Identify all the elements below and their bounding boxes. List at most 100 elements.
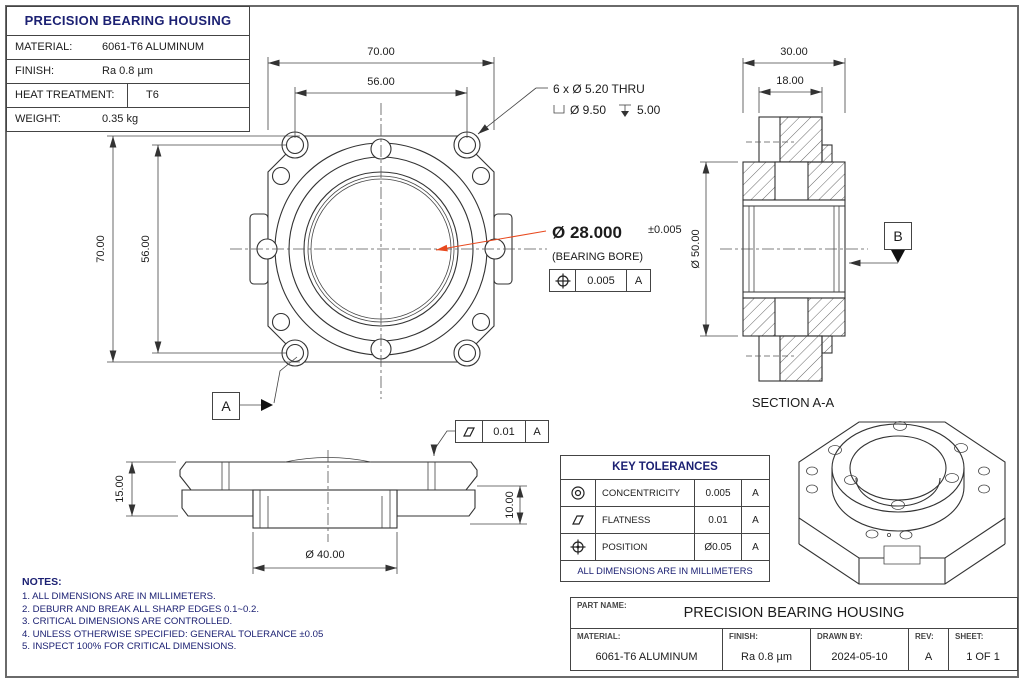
spec-value: 6061-T6 ALUMINUM <box>102 41 205 53</box>
titleblock-cell-sheet: SHEET: 1 OF 1 <box>949 629 1017 670</box>
tolerance-name: CONCENTRICITY <box>596 480 695 506</box>
spec-label: FINISH: <box>15 65 55 77</box>
cell-value: Ra 0.8 µm <box>741 651 792 663</box>
depth-icon <box>619 104 631 117</box>
cell-value: A <box>924 651 933 663</box>
notes-title: NOTES: <box>22 576 62 588</box>
tolerance-row-concentricity: CONCENTRICITY 0.005 A <box>561 480 769 507</box>
tolerance-value: 0.005 <box>695 480 742 506</box>
dim-total-height: 15.00 <box>114 461 178 517</box>
concentricity-symbol-icon <box>561 480 596 506</box>
flatness-symbol-icon <box>561 507 596 533</box>
cell-label: FINISH: <box>729 632 758 641</box>
position-symbol-icon <box>561 534 596 560</box>
part-name-label: PART NAME: <box>577 601 627 610</box>
cell-value: 1 OF 1 <box>966 651 1000 663</box>
svg-text:(BEARING BORE): (BEARING BORE) <box>552 251 643 263</box>
svg-text:70.00: 70.00 <box>367 46 395 58</box>
tolerance-name: POSITION <box>596 534 695 560</box>
svg-text:Ø 40.00: Ø 40.00 <box>305 549 344 561</box>
svg-text:18.00: 18.00 <box>776 75 804 87</box>
svg-text:Ø 9.50: Ø 9.50 <box>570 103 606 117</box>
cell-value: 2024-05-10 <box>831 651 888 663</box>
cell-label: MATERIAL: <box>577 632 621 641</box>
dim-section-width: 30.00 <box>742 46 846 113</box>
titleblock-cell-rev: REV: A <box>909 629 949 670</box>
fcf-datum: A <box>533 425 541 438</box>
svg-text:56.00: 56.00 <box>367 76 395 88</box>
spec-row-heat-treatment: HEAT TREATMENT: T6 <box>7 84 249 108</box>
spec-value: T6 <box>146 89 159 101</box>
svg-text:Ø 28.000: Ø 28.000 <box>552 223 622 242</box>
bore-dimension: Ø 28.000 ±0.005 (BEARING BORE) <box>435 223 682 263</box>
flatness-symbol-icon <box>456 421 483 442</box>
note-item: 1. ALL DIMENSIONS ARE IN MILLIMETERS. <box>22 591 216 602</box>
svg-text:10.00: 10.00 <box>504 491 516 519</box>
bottom-view: 15.00 10.00 Ø 40.00 <box>114 430 527 574</box>
flatness-fcf: 0.01 A <box>455 420 549 443</box>
position-fcf: 0.005 A <box>549 269 651 292</box>
tolerance-row-position: POSITION Ø0.05 A <box>561 534 769 561</box>
spec-value: Ra 0.8 µm <box>102 65 153 77</box>
sheet-border <box>5 5 1019 678</box>
dim-section-dia: Ø 50.00 <box>690 161 738 337</box>
svg-text:Ø 50.00: Ø 50.00 <box>690 229 702 268</box>
dim-width-inner: 56.00 <box>294 76 468 138</box>
cell-value: 6061-T6 ALUMINUM <box>595 651 698 663</box>
spec-label: HEAT TREATMENT: <box>7 84 128 107</box>
section-label: SECTION A-A <box>752 395 835 410</box>
tolerance-value: 0.01 <box>695 507 742 533</box>
isometric-view <box>798 421 1006 585</box>
counterbore-icon <box>553 105 565 114</box>
spec-row-material: MATERIAL: 6061-T6 ALUMINUM <box>7 36 249 60</box>
title-block: PART NAME: PRECISION BEARING HOUSING MAT… <box>570 597 1018 671</box>
note-item: 3. CRITICAL DIMENSIONS ARE CONTROLLED. <box>22 616 233 628</box>
front-view: 70.00 56.00 70.00 56.00 <box>95 46 682 411</box>
note-item: 4. UNLESS OTHERWISE SPECIFIED: GENERAL T… <box>22 628 324 640</box>
tolerance-name: FLATNESS <box>596 507 695 533</box>
dim-height-inner: 56.00 <box>140 144 286 354</box>
spec-label: WEIGHT: <box>15 113 61 125</box>
titleblock-cell-drawn-by: DRAWN BY: 2024-05-10 <box>811 629 909 670</box>
titleblock-cell-finish: FINISH: Ra 0.8 µm <box>723 629 811 670</box>
svg-text:15.00: 15.00 <box>114 475 126 503</box>
spec-label: MATERIAL: <box>15 41 73 53</box>
datum-b-leader <box>849 250 905 267</box>
dim-height-outer: 70.00 <box>95 135 300 363</box>
cell-label: SHEET: <box>955 632 984 641</box>
note-item: 2. DEBURR AND BREAK ALL SHARP EDGES 0.1~… <box>22 603 260 615</box>
fcf-value: 0.01 <box>483 421 526 442</box>
datum-a-box: A <box>212 392 240 420</box>
note-item: 5. INSPECT 100% FOR CRITICAL DIMENSIONS. <box>22 641 237 653</box>
section-view: 30.00 18.00 Ø 50.00 SECTION A-A <box>690 46 905 410</box>
svg-text:70.00: 70.00 <box>95 235 107 263</box>
svg-text:6 x Ø 5.20 THRU: 6 x Ø 5.20 THRU <box>553 82 645 96</box>
datum-a-leader <box>238 356 298 411</box>
key-tolerances-footer: ALL DIMENSIONS ARE IN MILLIMETERS <box>577 566 753 576</box>
cell-label: DRAWN BY: <box>817 632 863 641</box>
flatness-leader <box>430 430 455 456</box>
part-name-row: PART NAME: PRECISION BEARING HOUSING <box>571 598 1017 629</box>
tolerance-datum: A <box>752 541 759 553</box>
tolerance-row-flatness: FLATNESS 0.01 A <box>561 507 769 534</box>
dim-section-inner: 18.00 <box>758 75 823 113</box>
dim-boss-height: 10.00 <box>470 485 527 525</box>
part-name: PRECISION BEARING HOUSING <box>683 605 905 621</box>
spec-table: PRECISION BEARING HOUSING MATERIAL: 6061… <box>6 6 250 132</box>
key-tolerances-title: KEY TOLERANCES <box>561 456 769 480</box>
hole-callout: 6 x Ø 5.20 THRU Ø 9.50 5.00 <box>477 82 661 135</box>
svg-text:5.00: 5.00 <box>637 103 661 117</box>
dim-width-outer: 70.00 <box>267 46 495 130</box>
drawing-title: PRECISION BEARING HOUSING <box>7 7 249 36</box>
key-tolerances-table: KEY TOLERANCES CONCENTRICITY 0.005 A FLA… <box>560 455 770 582</box>
svg-text:±0.005: ±0.005 <box>648 224 682 236</box>
spec-value: 0.35 kg <box>102 113 139 125</box>
spec-row-finish: FINISH: Ra 0.8 µm <box>7 60 249 84</box>
fcf-datum: A <box>634 274 643 287</box>
svg-text:30.00: 30.00 <box>780 46 808 58</box>
tolerance-datum: A <box>752 487 759 499</box>
notes-block: NOTES: 1. ALL DIMENSIONS ARE IN MILLIMET… <box>22 576 323 654</box>
tolerance-value: Ø0.05 <box>695 534 742 560</box>
